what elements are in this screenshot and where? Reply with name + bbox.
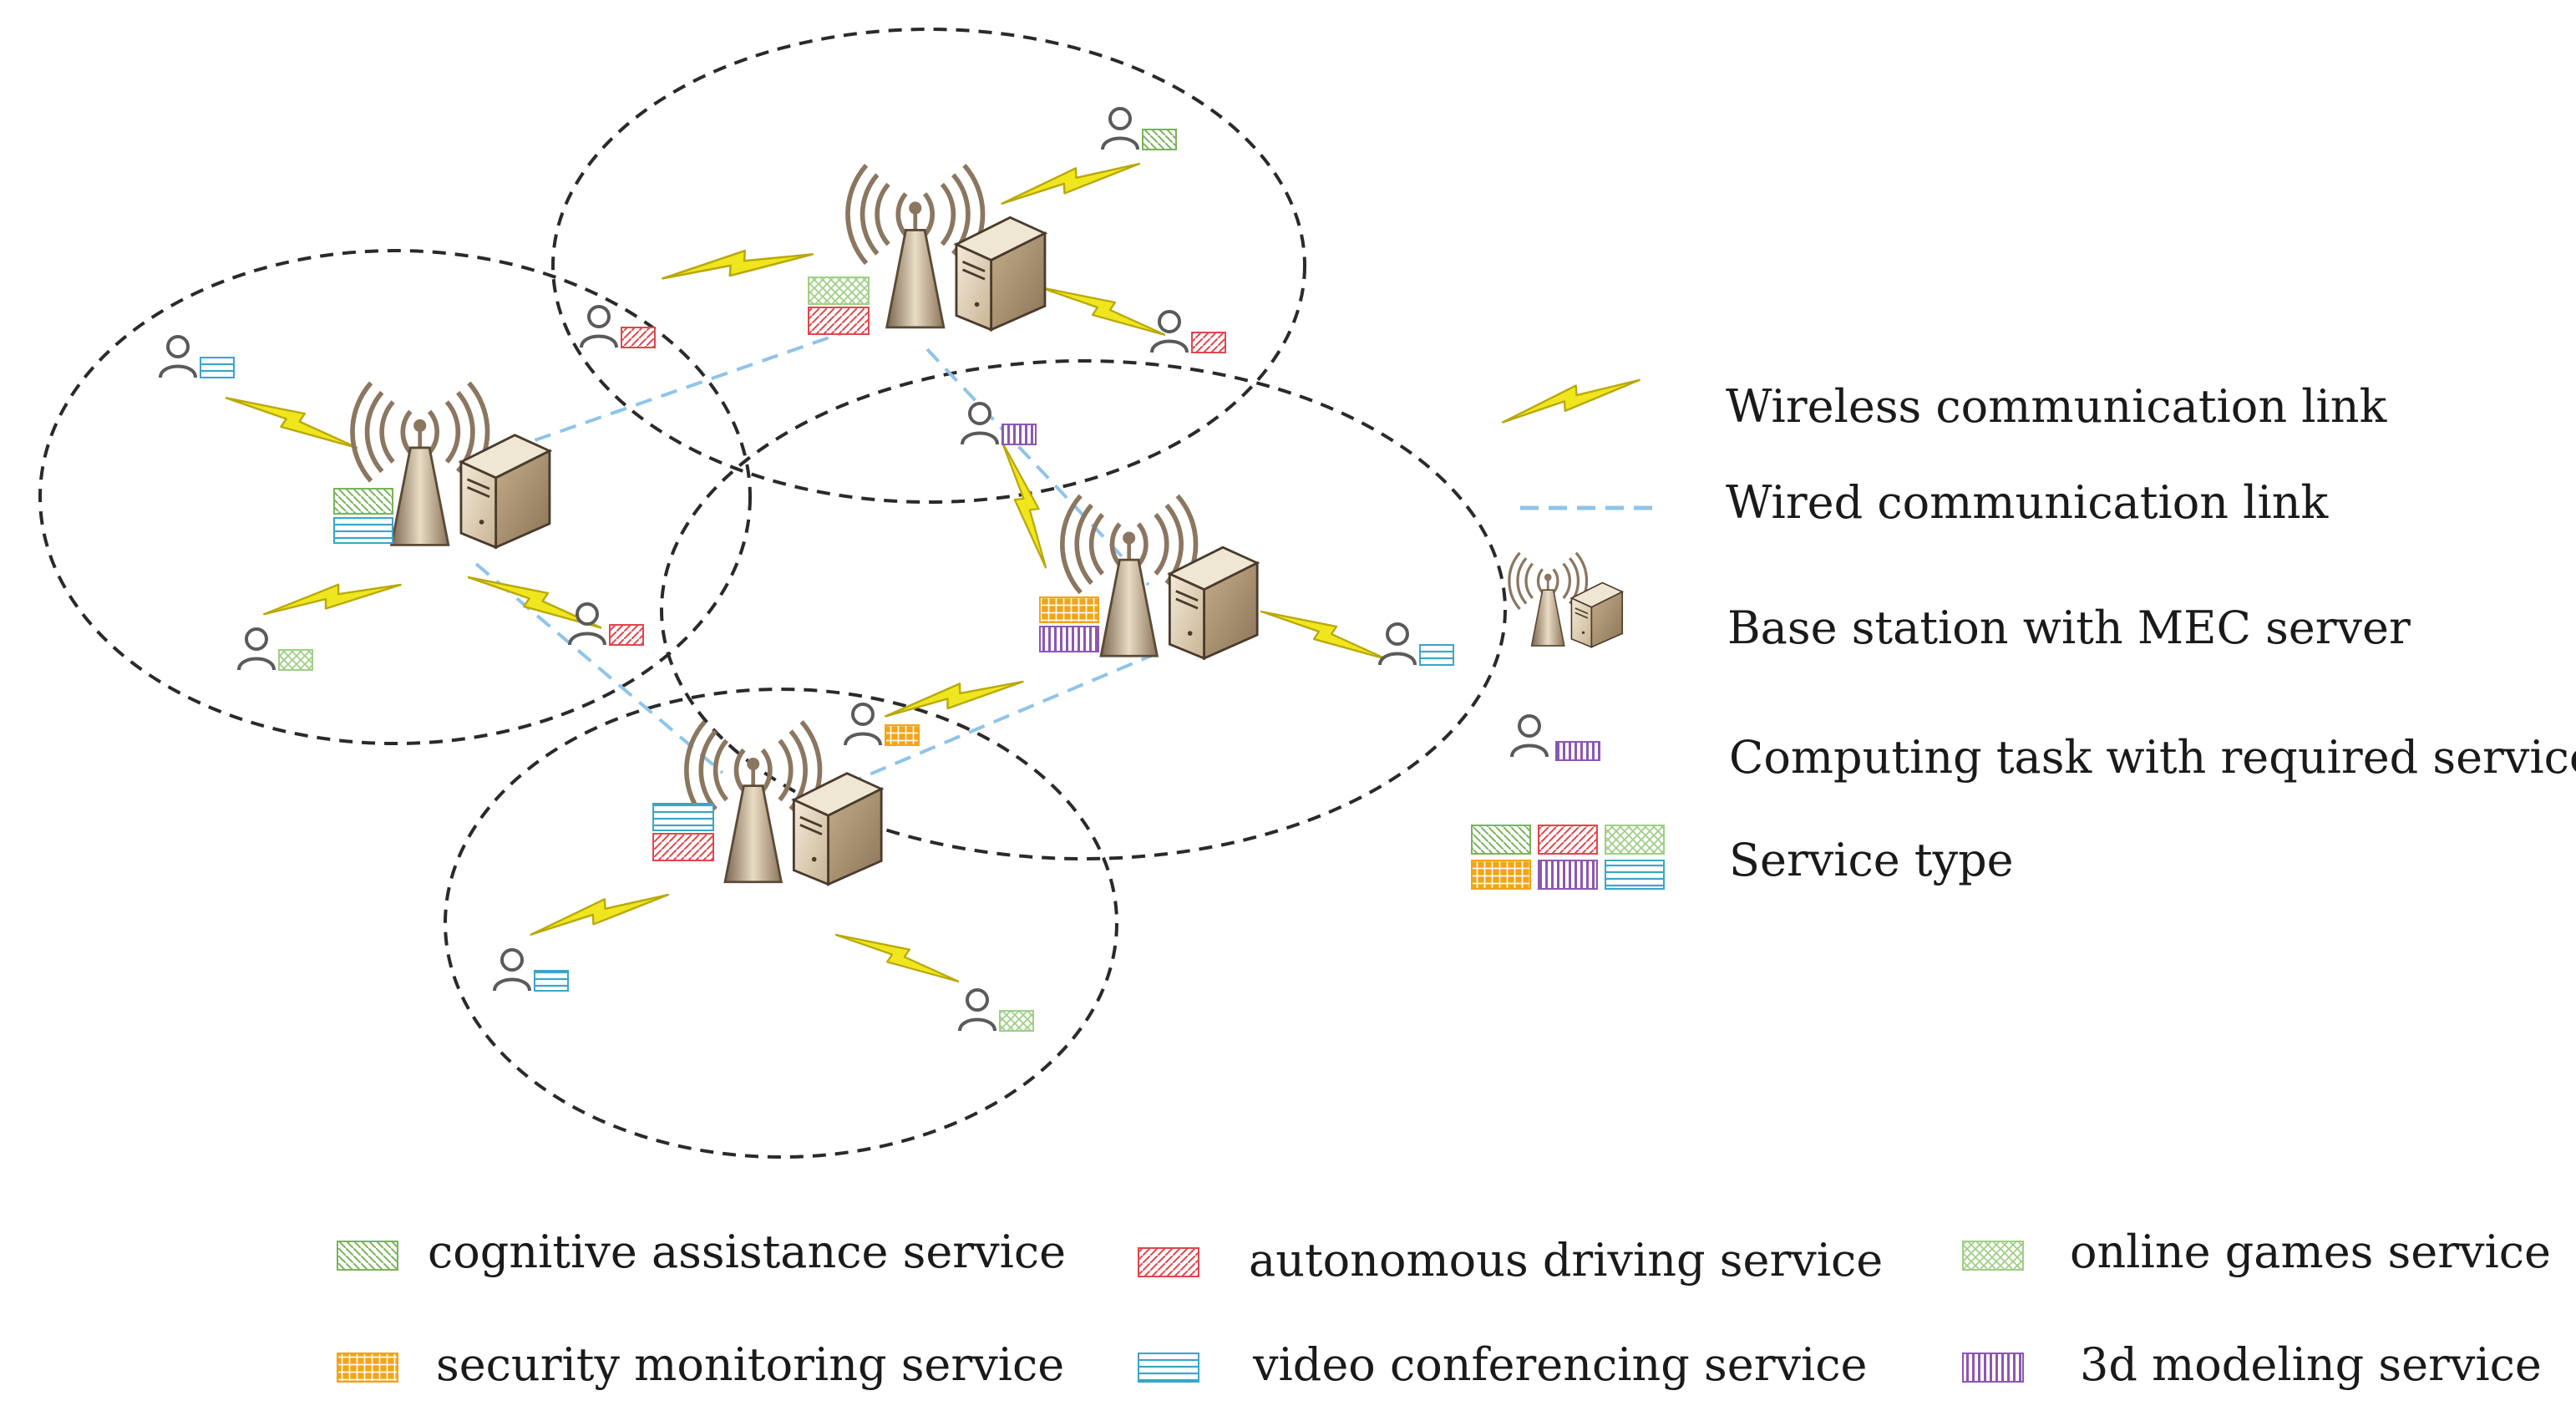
coverage-cell-left — [38, 249, 752, 745]
user-icon — [568, 602, 606, 647]
computing-task-modeling — [961, 402, 1037, 446]
computing-task-security — [844, 703, 920, 747]
legend-swatch-games — [1962, 1241, 2024, 1271]
task-service-block-modeling — [1001, 424, 1037, 445]
base-station-icon — [848, 165, 1045, 330]
legend-swatch-autonomous — [1138, 1247, 1199, 1277]
user-icon — [958, 988, 996, 1033]
bolt-icon — [262, 541, 403, 658]
coverage-cell-top — [551, 28, 1306, 504]
wired-link-right-bottom — [843, 652, 1158, 787]
user-icon — [844, 703, 882, 747]
bolt-icon — [661, 206, 814, 327]
service-block-video — [652, 803, 714, 831]
computing-task-autonomous — [1150, 310, 1226, 354]
wired-links — [474, 331, 1158, 787]
base-station-icon — [687, 722, 881, 885]
wired-link-left-bottom — [474, 562, 724, 774]
bolt-icon — [1040, 286, 1165, 337]
task-service-block-video — [1419, 644, 1454, 666]
coverage-cells — [38, 28, 1507, 1159]
user-icon — [1101, 107, 1139, 151]
service-block-modeling — [1039, 626, 1099, 652]
legend-cognitive-label: cognitive assistance service — [428, 1226, 1066, 1278]
task-service-block-security — [885, 724, 920, 746]
coverage-cell-bottom — [444, 688, 1118, 1159]
computing-task-video — [159, 335, 235, 379]
base-station-right — [1039, 495, 1257, 658]
legend-service-type-grid — [1471, 825, 1665, 890]
computing-task-games — [237, 627, 313, 672]
coverage-cell-right — [660, 359, 1507, 860]
base-station-top — [808, 165, 1045, 335]
task-service-block-cognitive — [1142, 129, 1177, 150]
legend-autonomous-label: autonomous driving service — [1249, 1234, 1883, 1287]
task-service-block-games — [999, 1010, 1034, 1032]
task-service-block-video — [534, 970, 569, 992]
bolt-icon — [1260, 610, 1388, 661]
legend-swatch-security — [337, 1353, 398, 1383]
service-block-security — [1039, 596, 1099, 623]
service-block-cognitive — [333, 488, 393, 515]
user-icon — [961, 402, 999, 446]
user-icon — [493, 948, 531, 992]
computing-task-video — [1378, 622, 1454, 667]
bolt-icon — [964, 440, 1084, 570]
service-block-games — [808, 277, 870, 305]
computing-task-video — [493, 948, 569, 992]
legend-task-service-block — [1555, 741, 1600, 761]
bolt-icon — [226, 396, 357, 449]
bolt-icon — [835, 933, 959, 983]
legend-service-type-label: Service type — [1729, 834, 2014, 886]
task-service-block-games — [278, 649, 313, 671]
legend-right: Wireless communication link Wired commun… — [1471, 338, 2576, 890]
legend-wireless-label: Wireless communication link — [1726, 380, 2388, 433]
base-station-bottom — [652, 722, 881, 885]
legend-bottom: cognitive assistance service autonomous … — [337, 1226, 2551, 1391]
legend-security-label: security monitoring service — [436, 1338, 1064, 1391]
legend-swatch-modeling — [1962, 1353, 2024, 1383]
computing-task-games — [958, 988, 1034, 1033]
legend-swatch-cognitive — [337, 1241, 398, 1271]
computing-tasks — [159, 107, 1454, 1033]
computing-task-autonomous — [568, 602, 644, 647]
task-service-block-autonomous — [1191, 332, 1226, 353]
user-icon — [580, 305, 618, 349]
legend-task-label: Computing task with required service — [1729, 731, 2576, 784]
wired-link-left-top — [484, 331, 844, 459]
computing-task-cognitive — [1101, 107, 1177, 151]
service-block-video — [333, 517, 393, 544]
legend-modeling-label: 3d modeling service — [2080, 1338, 2542, 1391]
legend-wired-label: Wired communication link — [1726, 476, 2330, 529]
legend-swatch-video — [1138, 1353, 1199, 1383]
base-station-left — [333, 383, 550, 547]
user-icon — [1378, 622, 1417, 667]
service-block-autonomous — [652, 833, 714, 861]
task-service-block-video — [200, 357, 235, 378]
bolt-icon — [530, 853, 670, 977]
user-icon — [159, 335, 197, 379]
service-block-autonomous — [808, 307, 870, 335]
task-service-block-autonomous — [609, 624, 644, 646]
legend-base-station-label: Base station with MEC server — [1727, 601, 2411, 654]
legend-bolt-icon — [1501, 338, 1640, 464]
computing-task-autonomous — [580, 305, 656, 349]
legend-games-label: online games service — [2070, 1226, 2551, 1278]
legend-video-label: video conferencing service — [1252, 1338, 1868, 1391]
base-stations — [333, 165, 1257, 885]
legend-base-station-icon — [1508, 551, 1624, 649]
task-service-block-autonomous — [621, 327, 656, 348]
user-icon — [237, 627, 276, 672]
legend-user-icon — [1510, 714, 1549, 759]
